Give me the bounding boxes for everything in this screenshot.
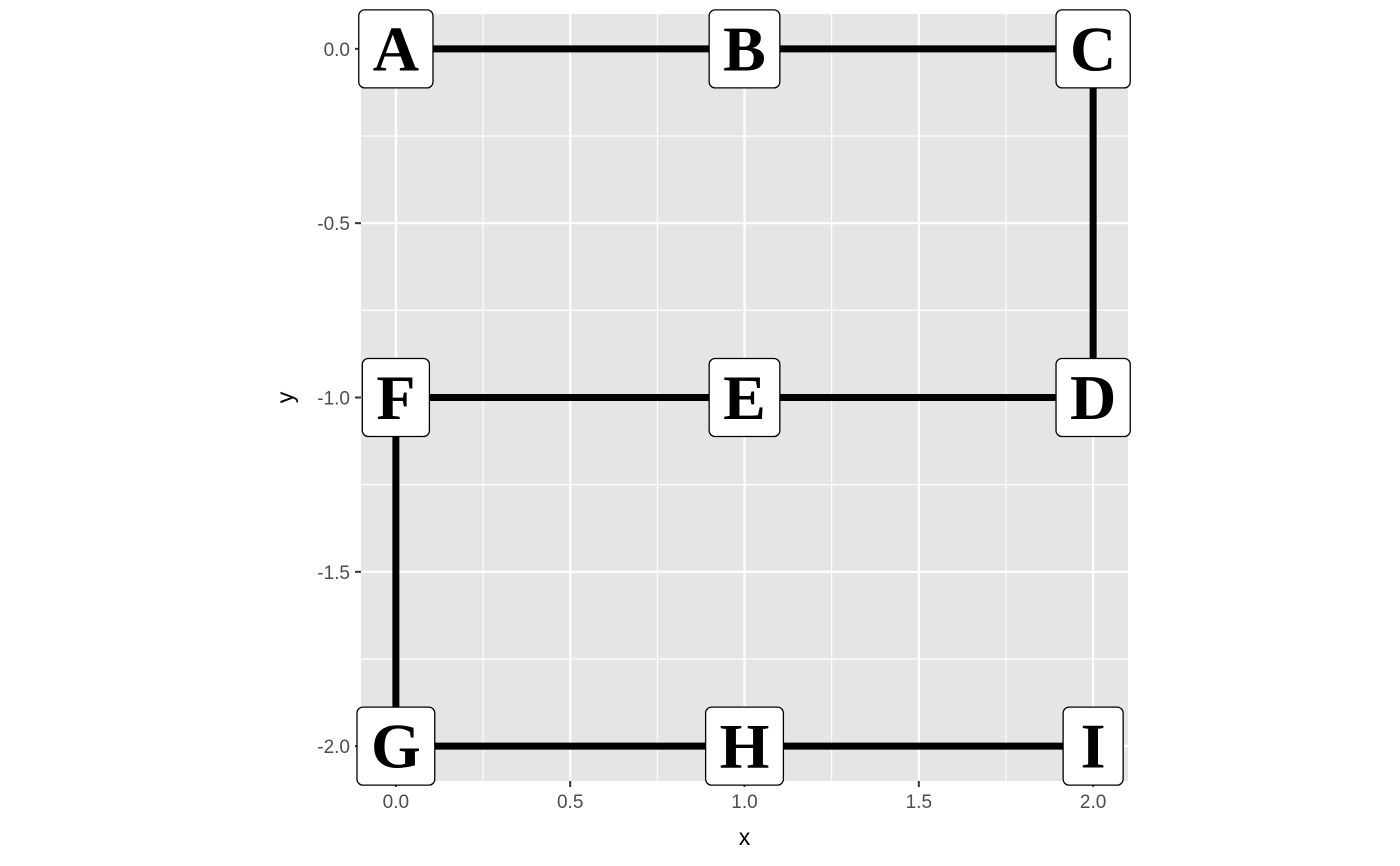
node-label: D (1070, 362, 1116, 433)
node-label: I (1081, 711, 1106, 782)
node-box (1055, 9, 1131, 89)
node-label: A (373, 13, 419, 84)
node-f: F (361, 357, 431, 438)
y-tick-label: -1.0 (317, 389, 350, 410)
node-h: H (704, 706, 785, 786)
node-box (1055, 357, 1131, 438)
node-box (1062, 706, 1124, 786)
nodes: A B C D E F G H I (356, 9, 1131, 786)
y-tick-label: -2.0 (317, 737, 350, 758)
node-d: D (1055, 357, 1131, 438)
x-tick-label: 0.0 (383, 792, 409, 813)
node-box (708, 9, 781, 89)
node-box (356, 706, 436, 786)
node-c: C (1055, 9, 1131, 89)
node-e: E (708, 357, 781, 438)
y-tick-label: 0.0 (324, 40, 350, 61)
node-box (358, 9, 434, 89)
path-lines (392, 45, 1097, 750)
y-tick-label: -0.5 (317, 214, 350, 235)
node-label: G (371, 711, 421, 782)
node-g: G (356, 706, 436, 786)
x-axis: 0.0 0.5 1.0 1.5 2.0 (383, 781, 1106, 813)
x-axis-title: x (739, 824, 751, 850)
x-tick-label: 1.5 (906, 792, 932, 813)
node-a: A (358, 9, 434, 89)
node-b: B (708, 9, 781, 89)
x-tick-label: 2.0 (1080, 792, 1106, 813)
y-tick-label: -1.5 (317, 563, 350, 584)
x-tick-label: 1.0 (731, 792, 757, 813)
y-axis-title: y (272, 391, 298, 403)
node-i: I (1062, 706, 1124, 786)
node-label: B (723, 13, 766, 84)
x-tick-label: 0.5 (557, 792, 583, 813)
node-label: H (720, 711, 770, 782)
node-label: E (723, 362, 766, 433)
node-label: F (376, 362, 415, 433)
node-box (708, 357, 781, 438)
node-box (704, 706, 785, 786)
node-label: C (1070, 13, 1116, 84)
node-box (361, 357, 431, 438)
y-axis: 0.0 -0.5 -1.0 -1.5 -2.0 (317, 40, 361, 758)
